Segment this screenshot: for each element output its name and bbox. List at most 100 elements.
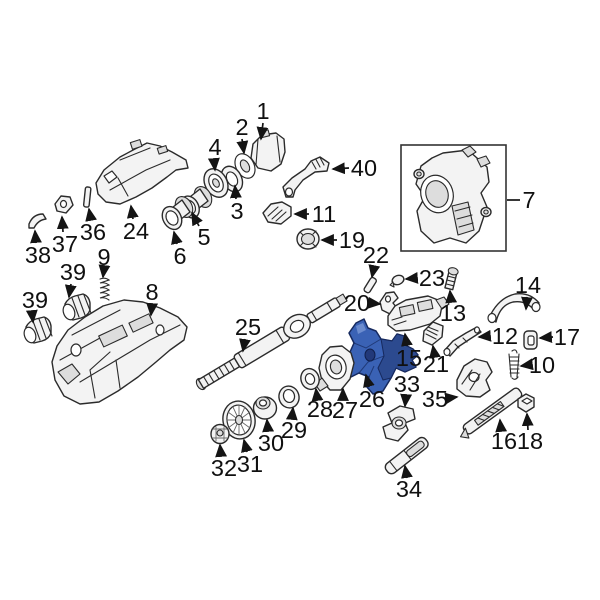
part-30-drawing [252,396,278,420]
part-21-drawing [422,321,444,346]
leader-arrow [285,406,298,421]
callout-18[interactable]: 18 [517,412,543,454]
callout-39-18[interactable]: 39 [22,287,48,324]
part-31-drawing [222,400,256,440]
part-13-drawing [444,267,459,291]
leader-arrow [521,412,534,431]
callout-6[interactable]: 6 [171,230,187,269]
callout-22[interactable]: 22 [363,242,389,279]
part-number-label: 27 [332,397,358,423]
leader-arrow [519,358,534,371]
callout-10[interactable]: 10 [519,352,555,378]
callout-2[interactable]: 2 [235,114,249,155]
callout-5[interactable]: 5 [191,211,211,250]
leader-arrow [239,338,251,353]
callout-4[interactable]: 4 [207,134,222,172]
callout-33[interactable]: 33 [394,371,420,408]
callout-39-17[interactable]: 39 [60,259,86,299]
part-39a-drawing [62,293,92,321]
leader-arrow [477,329,492,342]
part-number-label: 3 [230,198,243,224]
callout-34[interactable]: 34 [396,464,422,502]
part-25-drawing [195,293,348,391]
callout-11[interactable]: 11 [293,201,336,227]
part-7-drawing [413,145,492,244]
part-number-label: 37 [52,231,78,257]
callout-38[interactable]: 38 [25,229,51,268]
leader-arrow [64,283,77,299]
leader-arrow [495,418,508,433]
callout-31[interactable]: 31 [237,438,263,477]
callout-23[interactable]: 23 [404,265,445,291]
part-16-drawing [459,387,523,439]
leader-arrow [401,464,413,479]
part-17-drawing [523,330,538,350]
callout-14[interactable]: 14 [515,272,541,311]
leader-arrow [207,157,220,172]
callout-3[interactable]: 3 [229,184,244,224]
callout-13[interactable]: 13 [440,289,466,326]
callout-17[interactable]: 17 [538,324,580,350]
callout-21[interactable]: 21 [423,344,449,377]
part-24-drawing [95,139,189,205]
part-number-label: 36 [80,219,106,245]
callout-28[interactable]: 28 [307,387,333,422]
part-number-label: 33 [394,371,420,397]
part-number-label: 17 [554,324,580,350]
part-number-label: 25 [235,314,261,340]
part-number-label: 7 [522,187,535,213]
callout-1[interactable]: 1 [256,98,270,141]
part-40-drawing [282,156,330,198]
callout-15[interactable]: 15 [396,332,422,371]
leader-arrow [236,138,249,155]
callout-37[interactable]: 37 [52,215,78,257]
callout-27[interactable]: 27 [332,387,358,423]
part-23-drawing [389,274,405,288]
callout-35[interactable]: 35 [422,386,459,412]
part-number-label: 39 [60,259,86,285]
callout-30[interactable]: 30 [258,418,284,456]
part-number-label: 9 [97,244,110,270]
callout-16[interactable]: 16 [491,418,517,454]
callout-32[interactable]: 32 [211,443,237,481]
leader-arrow [256,122,269,141]
part-35-drawing [456,358,493,398]
part-28-drawing [300,367,320,391]
leader-arrow [363,373,375,388]
part-number-label: 20 [344,290,370,316]
callout-25[interactable]: 25 [235,314,261,353]
part-number-label: 18 [517,428,543,454]
part-8-drawing [51,299,188,405]
part-number-label: 38 [25,242,51,268]
leader-arrow [229,184,242,200]
leader-arrow [400,393,413,408]
part-number-label: 31 [237,451,263,477]
callout-8[interactable]: 8 [145,279,159,317]
part-number-label: 13 [440,300,466,326]
leader-arrow [311,387,324,402]
callout-24[interactable]: 24 [123,204,149,244]
leader-arrow [30,229,42,244]
callout-9[interactable]: 9 [97,244,111,279]
callout-12[interactable]: 12 [477,323,518,349]
part-33-drawing [382,405,416,442]
callout-29[interactable]: 29 [281,406,307,443]
part-number-label: 19 [339,227,365,253]
leader-arrow [538,331,554,344]
callout-36[interactable]: 36 [80,207,106,245]
part-number-label: 29 [281,417,307,443]
callout-7[interactable]: 7 [507,187,536,213]
callout-26[interactable]: 26 [359,373,385,412]
callout-40[interactable]: 40 [331,155,377,181]
part-19-drawing [296,228,320,250]
leader-arrow [367,296,382,309]
leader-arrow [191,211,203,227]
part-number-label: 5 [197,224,210,250]
part-29-drawing [278,385,300,409]
part-32-drawing [210,423,230,445]
part-number-label: 28 [307,396,333,422]
leader-arrow [445,289,458,304]
callout-20[interactable]: 20 [344,290,382,316]
callout-19[interactable]: 19 [320,227,365,253]
